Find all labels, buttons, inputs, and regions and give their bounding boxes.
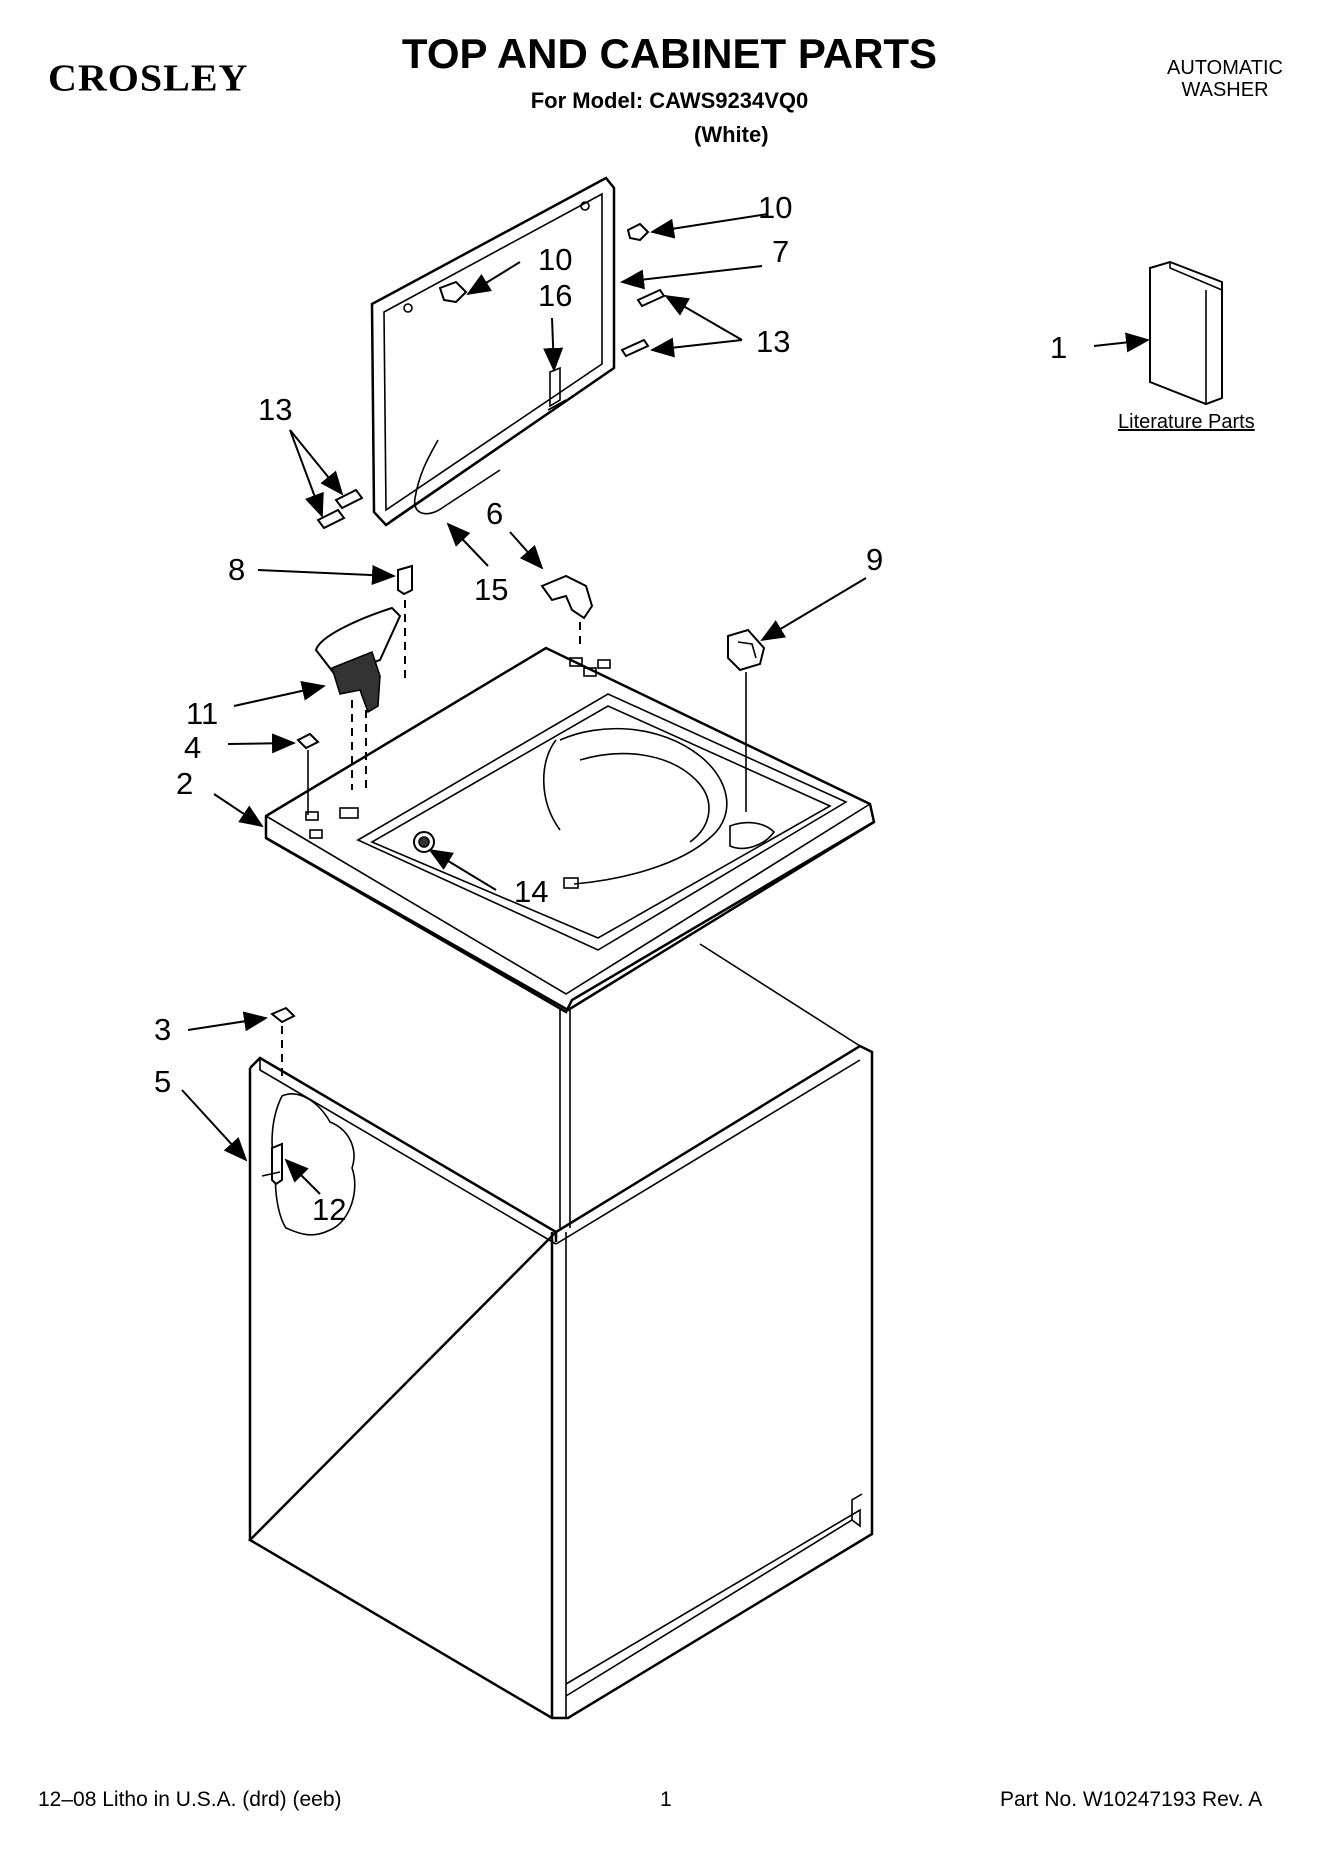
callout-16: 16 xyxy=(538,278,573,313)
clip-3 xyxy=(270,1006,296,1076)
lid-bumper-top xyxy=(626,222,650,242)
callout-7: 7 xyxy=(772,234,790,269)
callout-5: 5 xyxy=(154,1064,172,1099)
callout-13-right: 13 xyxy=(756,324,791,359)
hinge-screws-right xyxy=(620,288,666,358)
lid-strike xyxy=(540,574,594,648)
leader-arrows xyxy=(181,213,1150,1195)
hinge-screws-left xyxy=(316,488,364,530)
hinge-rod xyxy=(413,439,501,515)
cabinet xyxy=(247,943,874,1720)
callout-4: 4 xyxy=(184,730,202,765)
callout-11: 11 xyxy=(186,696,219,731)
callout-9: 9 xyxy=(866,542,884,577)
callout-13-left: 13 xyxy=(258,392,293,427)
lid xyxy=(370,176,616,527)
clip-4 xyxy=(296,732,320,815)
part-number: Part No. W10247193 Rev. A xyxy=(1000,1788,1263,1811)
product-type-line2: WASHER xyxy=(1181,79,1269,101)
callout-2: 2 xyxy=(176,766,194,801)
callout-3: 3 xyxy=(154,1012,172,1047)
callout-6: 6 xyxy=(486,496,504,531)
callout-10-left: 10 xyxy=(538,242,573,277)
callout-12: 12 xyxy=(312,1192,347,1227)
callout-8: 8 xyxy=(228,552,246,587)
product-type: AUTOMATIC WASHER xyxy=(1150,57,1300,101)
screw-8 xyxy=(397,564,413,680)
callout-1: 1 xyxy=(1050,330,1068,365)
callout-15: 15 xyxy=(474,572,509,607)
literature-packet xyxy=(1149,260,1223,406)
top-panel xyxy=(264,646,876,1014)
model-color: (White) xyxy=(694,122,769,147)
product-type-line1: AUTOMATIC xyxy=(1167,57,1283,79)
callout-10-top: 10 xyxy=(758,190,793,225)
lid-bumper-left xyxy=(438,280,468,304)
literature-parts-label: Literature Parts xyxy=(1118,411,1255,433)
brand-logo: CROSLEY xyxy=(48,56,249,99)
model-line: For Model: CAWS9234VQ0 xyxy=(530,88,809,113)
page-title: TOP AND CABINET PARTS xyxy=(401,30,938,77)
callout-14: 14 xyxy=(514,874,549,909)
print-info: 12–08 Litho in U.S.A. (drd) (eeb) xyxy=(38,1788,342,1811)
dispenser-cup-9 xyxy=(727,628,766,812)
lid-switch-11 xyxy=(314,606,402,790)
page-number: 1 xyxy=(660,1788,672,1811)
